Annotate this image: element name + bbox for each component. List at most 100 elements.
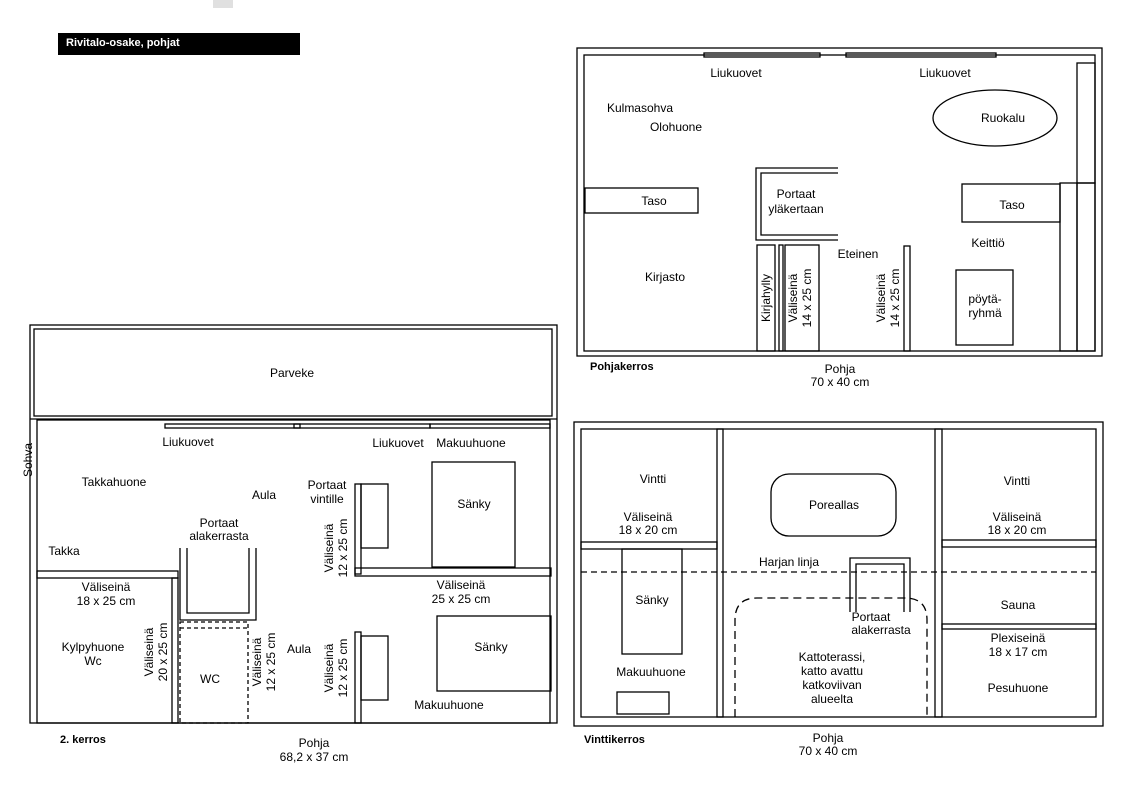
table-group [955,269,1014,346]
label-kirjasto: Kirjasto [645,270,685,284]
hot-tub [770,473,897,537]
partition-wall-a [784,244,820,352]
sliding-door-left-2 [164,423,301,429]
page-title: Rivitalo-osake, pohjat [66,37,180,49]
label-wc: WC [200,672,220,686]
label-keittio: Keittiö [971,236,1005,250]
right-cabinet-bottom [1076,182,1096,352]
right-cabinet-top [1076,62,1096,184]
label-takka: Takka [48,544,80,558]
label-kattoterassi-1: Kattoterassi, [799,650,866,664]
label-portaat-vintille-1: Portaat [308,478,347,492]
stairs-attic-inner [855,563,905,612]
label-valiseina-12-mid-1: Väliseinä [250,637,264,686]
label-valiseina-12-top-1: Väliseinä [322,523,336,572]
second-floor-plan [29,324,558,724]
base-size-2: 68,2 x 37 cm [280,750,349,764]
label-sauna: Sauna [1001,598,1036,612]
label-valiseina-25-1: Väliseinä [437,578,486,592]
label-ruokalu: Ruokalu [981,111,1025,125]
cabinet-column [1059,182,1078,352]
caption-pohjakerros: Pohjakerros [590,361,654,373]
label-sanky-bottom: Sänky [474,640,507,654]
scan-artifact [213,0,233,8]
stairs-bottom-outer [354,631,362,724]
label-valiseina-12-mid-2: 12 x 25 cm [264,633,278,692]
label-poreallas: Poreallas [809,498,859,512]
stairs-up-inner [760,172,838,236]
attic-floor-plan [573,421,1104,727]
label-portaat-attic-1: Portaat [852,610,891,624]
wc-dashed [179,621,249,724]
label-kattoterassi-3: katkoviivan [802,678,861,692]
stairs-to-attic [360,483,389,549]
label-valiseina-20-1: Väliseinä [142,627,156,676]
label-liukuovet-left: Liukuovet [710,66,762,80]
stairs-to-attic-outer [354,483,362,575]
ground-floor-plan [576,47,1103,357]
title-banner: Rivitalo-osake, pohjat [58,33,300,55]
stairs-attic-outer [849,557,911,612]
sliding-door-left [703,52,821,58]
label-aula-bottom: Aula [287,642,311,656]
dining-table [932,89,1058,147]
roof-terrace-dashed [734,597,928,717]
stairs-bottom [360,635,389,701]
label-plexiseina-1: Plexiseinä [991,631,1046,645]
label-taso-right: Taso [999,198,1025,212]
label-portaat-2: yläkertaan [768,202,823,216]
attic-bench [616,691,670,715]
label-kirjahylly: Kirjahylly [759,274,773,322]
label-valiseina-right-attic-2: 18 x 20 cm [988,523,1047,537]
label-sohva: Sohva [21,443,35,477]
label-vintti-right: Vintti [1004,474,1030,488]
label-poytaryhma-2: ryhmä [968,306,1002,320]
label-valiseina-12-bot-1: Väliseinä [322,643,336,692]
base-pohja-1: Pohja [825,362,856,376]
label-valiseina-right-attic-1: Väliseinä [993,510,1042,524]
label-poytaryhma-1: pöytä- [968,292,1001,306]
partition-right-attic [941,539,1097,548]
bed-attic [621,548,683,655]
label-valiseina-20-2: 20 x 25 cm [156,623,170,682]
label-portaat-alakerrasta-1: Portaat [200,516,239,530]
label-valiseina-25-2: 25 x 25 cm [432,592,491,606]
partition-wall-a-outer [778,244,784,352]
label-makuuhuone-attic: Makuuhuone [616,665,686,679]
base-pohja-3: Pohja [813,731,844,745]
label-vintti-left: Vintti [640,472,666,486]
label-liukuovet-right: Liukuovet [919,66,971,80]
label-valiseina-left-attic-1: Väliseinä [624,510,673,524]
label-takkahuone: Takkahuone [82,475,147,489]
label-valiseina-left-2: 18 x 25 cm [77,594,136,608]
label-valiseina-left-attic-2: 18 x 20 cm [619,523,678,537]
label-valiseina-a-2: 14 x 25 cm [800,269,814,328]
partition-wall-20 [171,577,179,724]
label-portaat-vintille-2: vintille [310,492,344,506]
counter-right [961,183,1061,223]
stairs-from-below-inner [186,548,250,614]
base-size-3: 70 x 40 cm [799,744,858,758]
attic-wall-right [934,428,943,718]
label-valiseina-12-top-2: 12 x 25 cm [336,519,350,578]
label-valiseina-b-1: Väliseinä [874,273,888,322]
label-plexiseina-2: 18 x 17 cm [989,645,1048,659]
label-kattoterassi-2: katto avattu [801,664,863,678]
label-harjan-linja: Harjan linja [759,555,819,569]
label-portaat-attic-2: alakerrasta [851,623,911,637]
label-valiseina-a-1: Väliseinä [786,273,800,322]
label-olohuone: Olohuone [650,120,702,134]
label-portaat-alakerrasta-2: alakerrasta [189,529,249,543]
label-sanky-top: Sänky [457,497,490,511]
attic-outer-wall [573,421,1104,727]
plexi-wall [941,623,1097,630]
second-outer-wall [29,324,558,724]
label-portaat-1: Portaat [777,187,816,201]
label-kulmasohva: Kulmasohva [607,101,673,115]
partition-left-attic [580,541,718,550]
attic-inner-wall [580,428,1097,718]
label-sanky-attic: Sänky [635,593,668,607]
counter-left [584,187,699,214]
label-kattoterassi-4: alueelta [811,692,853,706]
base-pohja-2: Pohja [299,736,330,750]
